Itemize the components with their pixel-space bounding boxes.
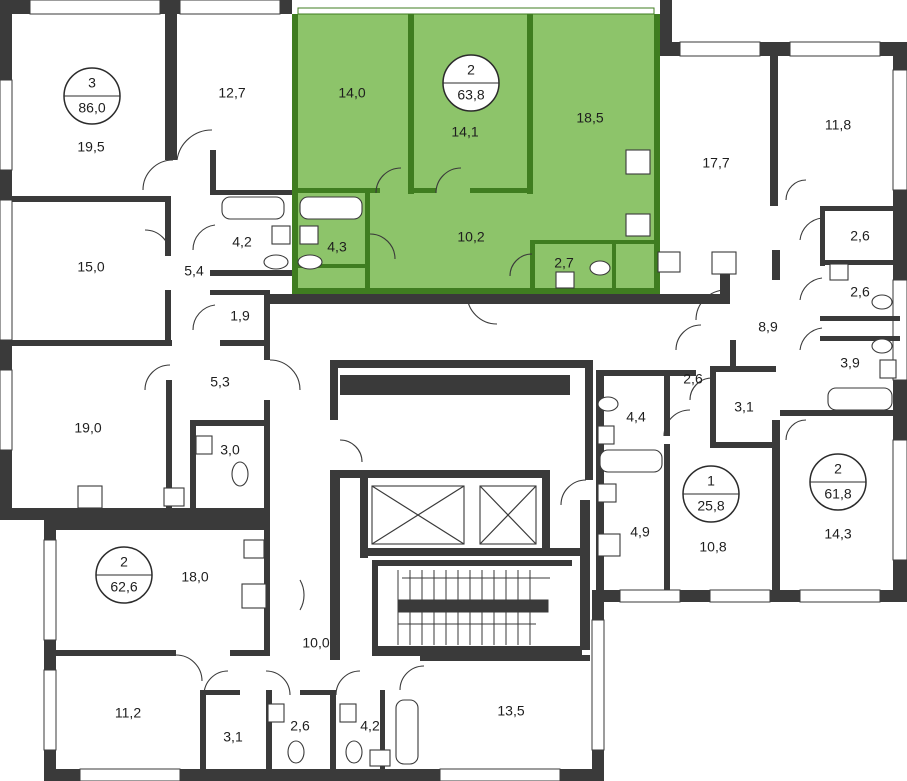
sink-icon [339, 703, 357, 723]
apartment-rooms-count: 2 [467, 62, 475, 78]
kitchen-sink-icon [625, 213, 651, 237]
apartment-badge-2-63[interactable]: 2 63,8 [442, 54, 500, 112]
room-area: 4,9 [630, 524, 650, 540]
building-core [371, 485, 550, 645]
room-area: 11,8 [825, 117, 851, 133]
doors [142, 129, 823, 696]
room-area: 17,7 [702, 155, 729, 171]
room-area: 1,9 [230, 308, 250, 324]
sink-icon [555, 271, 575, 289]
kitchen-sink-icon [597, 483, 617, 503]
room-area: 3,9 [840, 355, 860, 371]
stove-icon [241, 583, 267, 609]
room-area: 2,7 [554, 255, 574, 271]
apartment-total-area: 86,0 [78, 100, 105, 116]
room-area: 4,2 [232, 234, 252, 250]
apartment-rooms-count: 2 [120, 554, 128, 570]
sink-icon [267, 703, 285, 723]
apartment-total-area: 63,8 [457, 87, 484, 103]
room-area: 8,9 [758, 319, 778, 335]
apartment-rooms-count: 1 [707, 473, 715, 489]
stairs [397, 570, 550, 645]
room-area: 5,3 [210, 374, 230, 390]
stove-icon [711, 251, 737, 275]
kitchen-sink-icon [243, 539, 265, 559]
apartment-total-area: 61,8 [824, 486, 851, 502]
sink-icon [299, 225, 319, 245]
kitchen-sink-icon [657, 251, 681, 273]
apartment-badge-2-61[interactable]: 2 61,8 [809, 453, 867, 511]
sink-icon [597, 425, 615, 445]
room-area: 4,2 [360, 718, 380, 734]
room-area: 18,0 [181, 569, 208, 585]
kitchen-sink-icon [163, 487, 185, 507]
room-area: 14,3 [824, 526, 851, 542]
apartment-badge-1-25[interactable]: 1 25,8 [682, 465, 740, 523]
room-area: 3,1 [223, 729, 243, 745]
bathtub-icon [827, 387, 893, 411]
stove-icon [625, 149, 651, 175]
apartment-badge-3-86[interactable]: 3 86,0 [63, 67, 121, 125]
room-labels: 19,5 12,7 15,0 5,4 4,2 1,9 5,3 19,0 3,0 … [74, 85, 870, 745]
fixtures [77, 149, 897, 767]
toilet-icon [871, 294, 893, 310]
toilet-icon [871, 338, 893, 354]
toilet-icon [287, 740, 305, 764]
sink-icon [195, 435, 213, 455]
room-area: 2,6 [850, 228, 870, 244]
toilet-icon [589, 260, 611, 276]
room-area: 4,4 [626, 409, 646, 425]
apartment-total-area: 62,6 [110, 579, 137, 595]
room-area: 13,5 [497, 703, 524, 719]
sink-icon [879, 359, 897, 379]
room-area: 19,5 [77, 139, 104, 155]
room-area: 12,7 [218, 85, 245, 101]
interior-walls [12, 0, 900, 770]
stove-icon [77, 485, 103, 509]
sink-icon [271, 225, 291, 245]
apartment-total-area: 25,8 [697, 498, 724, 514]
room-area: 5,4 [184, 263, 204, 279]
room-area: 18,5 [576, 110, 603, 126]
sink-icon [829, 263, 849, 281]
room-area: 2,6 [683, 371, 703, 387]
apartment-rooms-count: 2 [834, 461, 842, 477]
room-area: 2,6 [850, 284, 870, 300]
toilet-icon [231, 461, 249, 487]
room-area: 15,0 [77, 259, 104, 275]
bathtub-icon [395, 699, 419, 765]
bathtub-icon [221, 196, 285, 220]
toilet-icon [297, 254, 323, 270]
sink-icon [369, 749, 391, 767]
room-area: 19,0 [74, 420, 101, 436]
toilet-icon [597, 396, 619, 412]
room-area: 4,3 [327, 239, 347, 255]
room-area: 10,0 [302, 635, 329, 651]
room-area: 3,1 [734, 399, 754, 415]
stove-icon [597, 533, 621, 557]
highlighted-apartment[interactable] [292, 7, 660, 294]
toilet-icon [263, 254, 289, 270]
room-area: 10,2 [457, 229, 484, 245]
bathtub-icon [299, 196, 363, 220]
room-area: 2,6 [290, 718, 310, 734]
toilet-icon [345, 740, 363, 764]
room-area: 14,1 [451, 124, 478, 140]
room-area: 11,2 [115, 705, 141, 721]
room-area: 14,0 [338, 85, 365, 101]
apartment-rooms-count: 3 [88, 75, 96, 91]
room-area: 10,8 [699, 539, 726, 555]
room-area: 3,0 [220, 442, 240, 458]
bathtub-icon [599, 449, 663, 473]
apartment-badge-2-62[interactable]: 2 62,6 [95, 546, 153, 604]
